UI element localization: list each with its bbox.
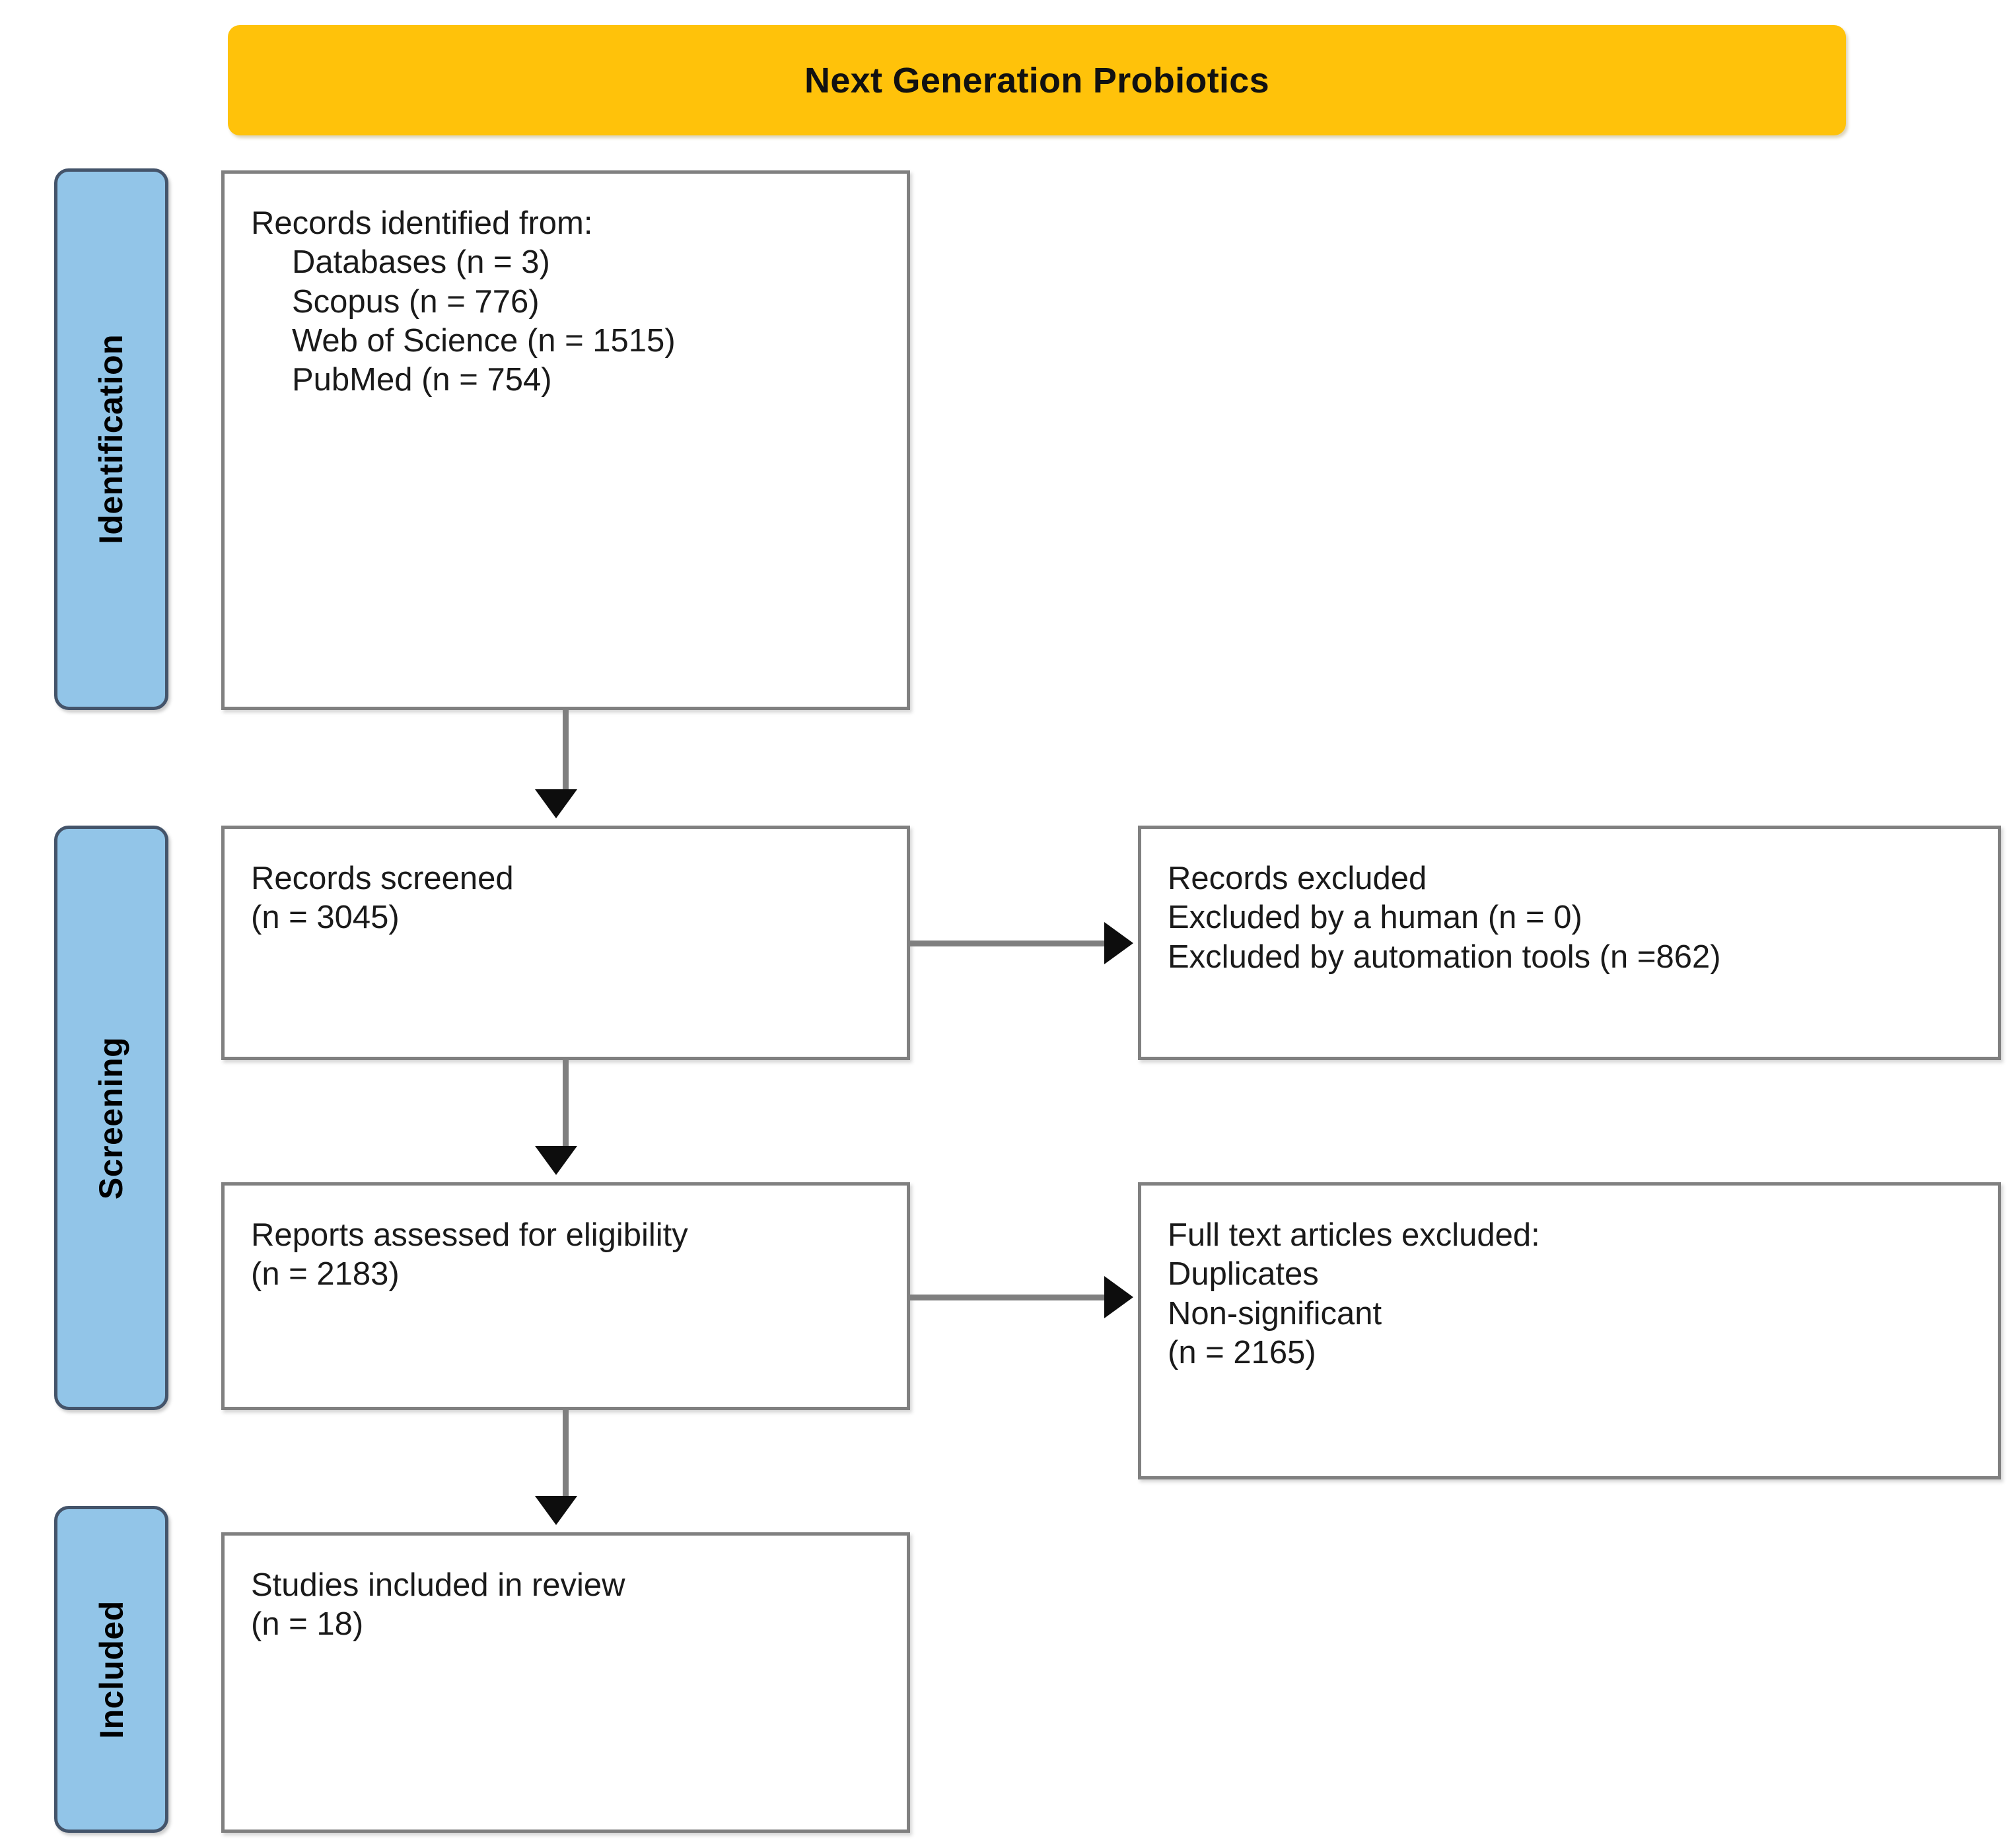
- box-studies-included: Studies included in review (n = 18): [221, 1532, 910, 1833]
- records-identified-source-scopus: Scopus (n = 776): [292, 283, 540, 320]
- full-text-excluded-reason-non-significant: Non-significant: [1168, 1295, 1382, 1332]
- records-identified-source-web-of-science: Web of Science (n = 1515): [292, 322, 676, 359]
- stage-label-included-text: Included: [92, 1600, 130, 1739]
- arrow-eligibility-to-fulltext-line: [910, 1295, 1110, 1300]
- studies-included-label: Studies included in review: [251, 1567, 625, 1603]
- stage-label-screening: Screening: [54, 826, 168, 1410]
- stage-label-identification-text: Identification: [92, 334, 130, 545]
- box-records-identified: Records identified from: Databases (n = …: [221, 170, 910, 710]
- full-text-excluded-count: (n = 2165): [1168, 1334, 1316, 1370]
- stage-label-identification: Identification: [54, 168, 168, 710]
- arrow-screened-to-eligibility-line: [563, 1060, 569, 1154]
- studies-included-count: (n = 18): [251, 1606, 364, 1643]
- box-full-text-excluded: Full text articles excluded: Duplicates …: [1138, 1182, 2001, 1479]
- records-excluded-label: Records excluded: [1168, 861, 1427, 896]
- records-screened-count: (n = 3045): [251, 900, 400, 936]
- box-reports-assessed-eligibility: Reports assessed for eligibility (n = 21…: [221, 1182, 910, 1410]
- diagram-title: Next Generation Probiotics: [804, 60, 1269, 100]
- diagram-title-banner: Next Generation Probiotics: [228, 25, 1846, 135]
- reports-assessed-count: (n = 2183): [251, 1256, 400, 1293]
- records-identified-source-pubmed: PubMed (n = 754): [292, 362, 552, 398]
- arrow-eligibility-to-included-head-icon: [535, 1496, 577, 1525]
- records-identified-source-databases: Databases (n = 3): [292, 244, 550, 281]
- full-text-excluded-reason-duplicates: Duplicates: [1168, 1256, 1319, 1293]
- box-records-excluded: Records excluded Excluded by a human (n …: [1138, 826, 2001, 1060]
- records-excluded-by-automation: Excluded by automation tools (n =862): [1168, 939, 1721, 975]
- arrow-eligibility-to-included-line: [563, 1410, 569, 1504]
- arrow-identified-to-screened-line: [563, 710, 569, 797]
- box-records-screened: Records screened (n = 3045): [221, 826, 910, 1060]
- arrow-screened-to-eligibility-head-icon: [535, 1146, 577, 1175]
- arrow-eligibility-to-fulltext-head-icon: [1104, 1276, 1133, 1318]
- stage-label-included: Included: [54, 1506, 168, 1833]
- records-screened-label: Records screened: [251, 861, 514, 896]
- records-identified-heading: Records identified from:: [251, 205, 593, 241]
- records-excluded-by-human: Excluded by a human (n = 0): [1168, 900, 1582, 936]
- stage-label-screening-text: Screening: [92, 1036, 130, 1199]
- arrow-identified-to-screened-head-icon: [535, 789, 577, 818]
- arrow-screened-to-excluded-head-icon: [1104, 922, 1133, 964]
- reports-assessed-label: Reports assessed for eligibility: [251, 1217, 688, 1253]
- arrow-screened-to-excluded-line: [910, 941, 1110, 946]
- full-text-excluded-heading: Full text articles excluded:: [1168, 1217, 1540, 1253]
